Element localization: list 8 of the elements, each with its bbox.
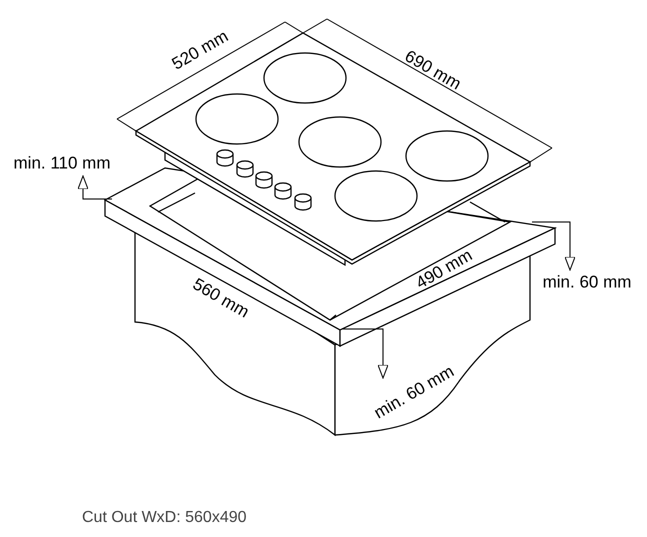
dimension-label: min. 60 mm: [542, 274, 632, 290]
dimension-label: 490 mm: [413, 246, 475, 292]
dimension-label: min. 60 mm: [371, 362, 457, 422]
dimension-label: 690 mm: [402, 47, 464, 93]
dimension-label: min. 110 mm: [14, 154, 110, 172]
dimension-label: 560 mm: [190, 275, 252, 321]
dimension-label: 520 mm: [169, 27, 231, 73]
caption: Cut Out WxD: 560x490: [82, 508, 247, 528]
